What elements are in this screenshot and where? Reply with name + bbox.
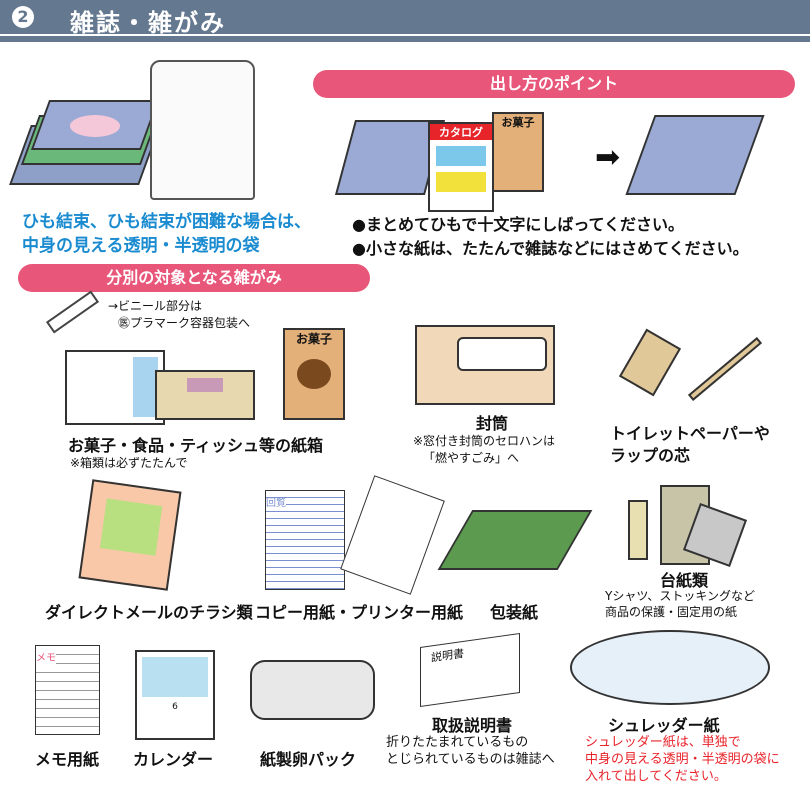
- item-note-envelope-2: 「燃やすごみ」へ: [423, 451, 520, 465]
- envelope-illustration: [415, 325, 555, 405]
- bundled-magazines-illustration: [9, 95, 161, 190]
- item-label-copy-paper: コピー用紙・プリンター用紙: [255, 603, 464, 622]
- item-label-memo: メモ用紙: [35, 750, 100, 769]
- item-label-calendar: カレンダー: [133, 750, 214, 769]
- calendar-illustration: 6: [135, 650, 215, 740]
- item-label-paper-box: お菓子・食品・ティッシュ等の紙箱: [68, 436, 324, 455]
- snack-box-2-illustration: お菓子: [283, 328, 345, 420]
- manual-tag: 説明書: [431, 646, 464, 665]
- printer-paper-illustration: [340, 475, 445, 595]
- plastic-bag-illustration: [150, 60, 255, 200]
- item-note-shredded-3: 入れて出してください。: [585, 769, 727, 784]
- header-divider: [0, 34, 810, 36]
- item-note-paper-box: ※箱類は必ずたたんで: [70, 456, 188, 470]
- tied-magazines-illustration: [625, 115, 765, 195]
- item-label-shredded: シュレッダー紙: [608, 716, 720, 735]
- section-number: 2: [12, 6, 34, 28]
- vinyl-note-1: →ビニール部分は: [108, 299, 203, 313]
- arrow-right-icon: ➡: [595, 140, 621, 175]
- copy-paper-illustration: 回覧: [265, 490, 345, 590]
- bundle-note-1: ひも結束、ひも結束が困難な場合は、: [22, 212, 311, 232]
- how-to-bullet-2: ●小さな紙は、たたんで雑誌などにはさめてください。: [352, 239, 749, 258]
- section-header: 2 雑誌・雑がみ: [0, 0, 810, 42]
- item-note-shredded-1: シュレッダー紙は、単独で: [585, 735, 741, 750]
- item-note-shredded-2: 中身の見える透明・半透明の袋に: [585, 752, 780, 767]
- bundle-note-2: 中身の見える透明・半透明の袋: [22, 236, 260, 256]
- item-note-backing-1: Yシャツ、ストッキングなど: [605, 589, 756, 603]
- memo-paper-illustration: メモ: [35, 645, 100, 735]
- flyer-illustration: [78, 479, 182, 591]
- item-label-egg-carton: 紙製卵パック: [260, 750, 357, 769]
- vinyl-note-2: ㊩プラマーク容器包装へ: [118, 316, 251, 330]
- memo-tag: メモ: [36, 653, 56, 664]
- food-box-illustration: [155, 370, 255, 420]
- item-label-manual: 取扱説明書: [432, 716, 513, 735]
- egg-carton-illustration: [250, 660, 375, 720]
- backing-card-illustration: [628, 500, 648, 560]
- item-note-backing-2: 商品の保護・固定用の紙: [605, 605, 738, 619]
- wrap-core-illustration: [687, 337, 763, 401]
- item-label-core: トイレットペーパーや: [610, 424, 770, 443]
- how-to-bullet-1: ●まとめてひもで十文字にしばってください。: [352, 215, 685, 234]
- manual-illustration: 説明書: [420, 632, 520, 708]
- tissue-box-illustration: [65, 350, 165, 425]
- snack-label: お菓子: [501, 116, 535, 129]
- item-label-envelope: 封筒: [476, 414, 509, 433]
- item-label-core-2: ラップの芯: [610, 446, 691, 465]
- doc-tag: 回覧: [266, 498, 286, 509]
- item-note-envelope-1: ※窓付き封筒のセロハンは: [413, 434, 556, 448]
- wrapping-paper-illustration: [437, 510, 593, 570]
- targets-title: 分別の対象となる雑がみ: [18, 264, 370, 292]
- catalog-illustration: カタログ: [428, 122, 494, 212]
- item-note-manual-1: 折りたたまれているもの: [386, 735, 529, 750]
- vinyl-strip-illustration: [45, 290, 100, 334]
- section-title: 雑誌・雑がみ: [70, 9, 226, 37]
- calendar-month: 6: [172, 702, 178, 712]
- shredded-paper-bag-illustration: [570, 630, 770, 705]
- item-label-flyer: ダイレクトメールのチラシ類: [45, 603, 253, 622]
- snack-box-illustration: お菓子: [492, 112, 544, 192]
- item-label-wrapping-paper: 包装紙: [490, 603, 539, 622]
- item-label-backing: 台紙類: [660, 571, 709, 590]
- catalog-label: カタログ: [430, 124, 492, 140]
- item-note-manual-2: とじられているものは雑誌へ: [386, 752, 555, 767]
- paper-core-illustration: [618, 328, 682, 397]
- how-to-title: 出し方のポイント: [313, 70, 795, 98]
- snack-label-2: お菓子: [295, 332, 332, 346]
